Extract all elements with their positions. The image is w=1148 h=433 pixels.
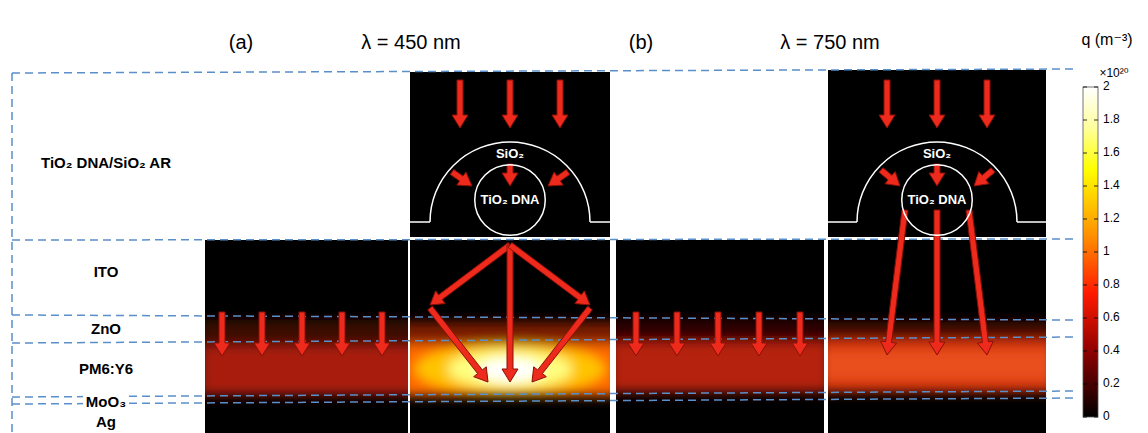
layer-name: ZnO (88, 321, 124, 338)
colorbar-tick-label: 1.6 (1103, 146, 1120, 159)
light-arrow (502, 245, 518, 382)
light-arrow (879, 168, 900, 186)
colorbar-tick (1083, 87, 1087, 88)
colorbar (1083, 87, 1098, 417)
light-arrow (294, 312, 310, 356)
light-arrow (929, 210, 945, 355)
ar-outline (410, 221, 430, 223)
light-arrow (792, 312, 808, 356)
light-arrow (979, 80, 995, 128)
colorbar-tick (1083, 153, 1087, 154)
light-arrow (452, 80, 468, 128)
colorbar-tick (1094, 252, 1098, 253)
sio2-dome: SiO₂ TiO₂ DNA (857, 142, 1017, 237)
panel-letter: (b) (629, 31, 653, 53)
colorbar-tick-label: 2 (1103, 80, 1110, 93)
colorbar-tick-label: 1.4 (1103, 179, 1120, 192)
absorption-map (410, 240, 610, 433)
colorbar-tick (1083, 318, 1087, 319)
colorbar-tick (1094, 384, 1098, 385)
colorbar-tick (1094, 417, 1098, 418)
colorbar-tick (1094, 318, 1098, 319)
tio2-dna-sphere: TiO₂ DNA (901, 164, 973, 236)
light-arrow (450, 170, 472, 186)
colorbar-tick (1094, 285, 1098, 286)
light-arrow (929, 164, 945, 186)
colorbar-tick-label: 1 (1103, 245, 1110, 258)
light-arrow (669, 312, 685, 356)
light-arrow (532, 306, 592, 382)
node-label: TiO₂ DNA (908, 193, 967, 207)
panel-letter: (a) (229, 31, 253, 53)
colorbar-tick (1094, 219, 1098, 220)
colorbar-tick (1083, 351, 1087, 352)
colorbar-tick-label: 1.8 (1103, 113, 1120, 126)
colorbar-tick (1083, 186, 1087, 187)
ar-outline (590, 221, 610, 223)
light-arrow (214, 312, 230, 356)
colorbar-tick (1083, 384, 1087, 385)
colorbar-tick-label: 1.2 (1103, 212, 1120, 225)
colorbar-title: q (m⁻³) (1081, 31, 1132, 49)
colorbar-tick (1094, 186, 1098, 187)
tio2-dna-sphere: TiO₂ DNA (474, 164, 546, 236)
colorbar-tick (1094, 120, 1098, 121)
colorbar-tick (1083, 285, 1087, 286)
light-arrow (502, 164, 518, 186)
node-label: TiO₂ DNA (481, 193, 540, 207)
light-arrow (628, 312, 644, 356)
layer-name: MoO₃ (83, 394, 129, 409)
light-arrow (751, 312, 767, 356)
light-arrow (430, 243, 512, 305)
light-arrow (710, 312, 726, 356)
light-arrow (879, 80, 895, 128)
absorption-map (205, 240, 408, 433)
layer-name: Ag (93, 414, 119, 429)
light-arrow (548, 170, 570, 186)
light-arrows (214, 80, 995, 382)
light-arrow (254, 312, 270, 356)
colorbar-tick-label: 0 (1103, 410, 1110, 423)
light-arrow (966, 210, 993, 355)
light-arrow (552, 80, 568, 128)
light-arrow (502, 80, 518, 128)
wavelength-title: λ = 450 nm (361, 31, 461, 53)
colorbar-tick-label: 0.8 (1103, 278, 1120, 291)
light-arrow (508, 243, 590, 305)
colorbar-tick (1094, 351, 1098, 352)
light-arrow (881, 210, 908, 355)
simulation-panel (410, 72, 610, 237)
ar-outline (828, 221, 857, 223)
light-arrow (374, 312, 390, 356)
node-label: SiO₂ (923, 147, 951, 161)
colorbar-tick (1083, 252, 1087, 253)
node-label: SiO₂ (496, 147, 524, 161)
sio2-dome: SiO₂ TiO₂ DNA (430, 142, 590, 237)
colorbar-tick (1083, 417, 1087, 418)
light-arrow (334, 312, 350, 356)
light-arrow (428, 306, 488, 382)
wavelength-title: λ = 750 nm (780, 31, 880, 53)
colorbar-tick (1094, 87, 1098, 88)
layer-name: PM6:Y6 (76, 361, 136, 378)
light-arrow (974, 168, 995, 186)
light-arrow (929, 80, 945, 128)
colorbar-tick-label: 0.2 (1103, 377, 1120, 390)
colorbar-tick (1083, 120, 1087, 121)
layer-guides (12, 69, 1075, 433)
colorbar-tick (1094, 153, 1098, 154)
layer-name: ITO (91, 264, 122, 281)
absorption-map (616, 240, 824, 433)
colorbar-exponent: ×10²⁰ (1099, 67, 1128, 80)
ar-outline (1017, 221, 1046, 223)
colorbar-tick (1083, 219, 1087, 220)
colorbar-tick-label: 0.4 (1103, 344, 1120, 357)
layer-name: TiO₂ DNA/SiO₂ AR (38, 155, 174, 172)
colorbar-tick-label: 0.6 (1103, 311, 1120, 324)
